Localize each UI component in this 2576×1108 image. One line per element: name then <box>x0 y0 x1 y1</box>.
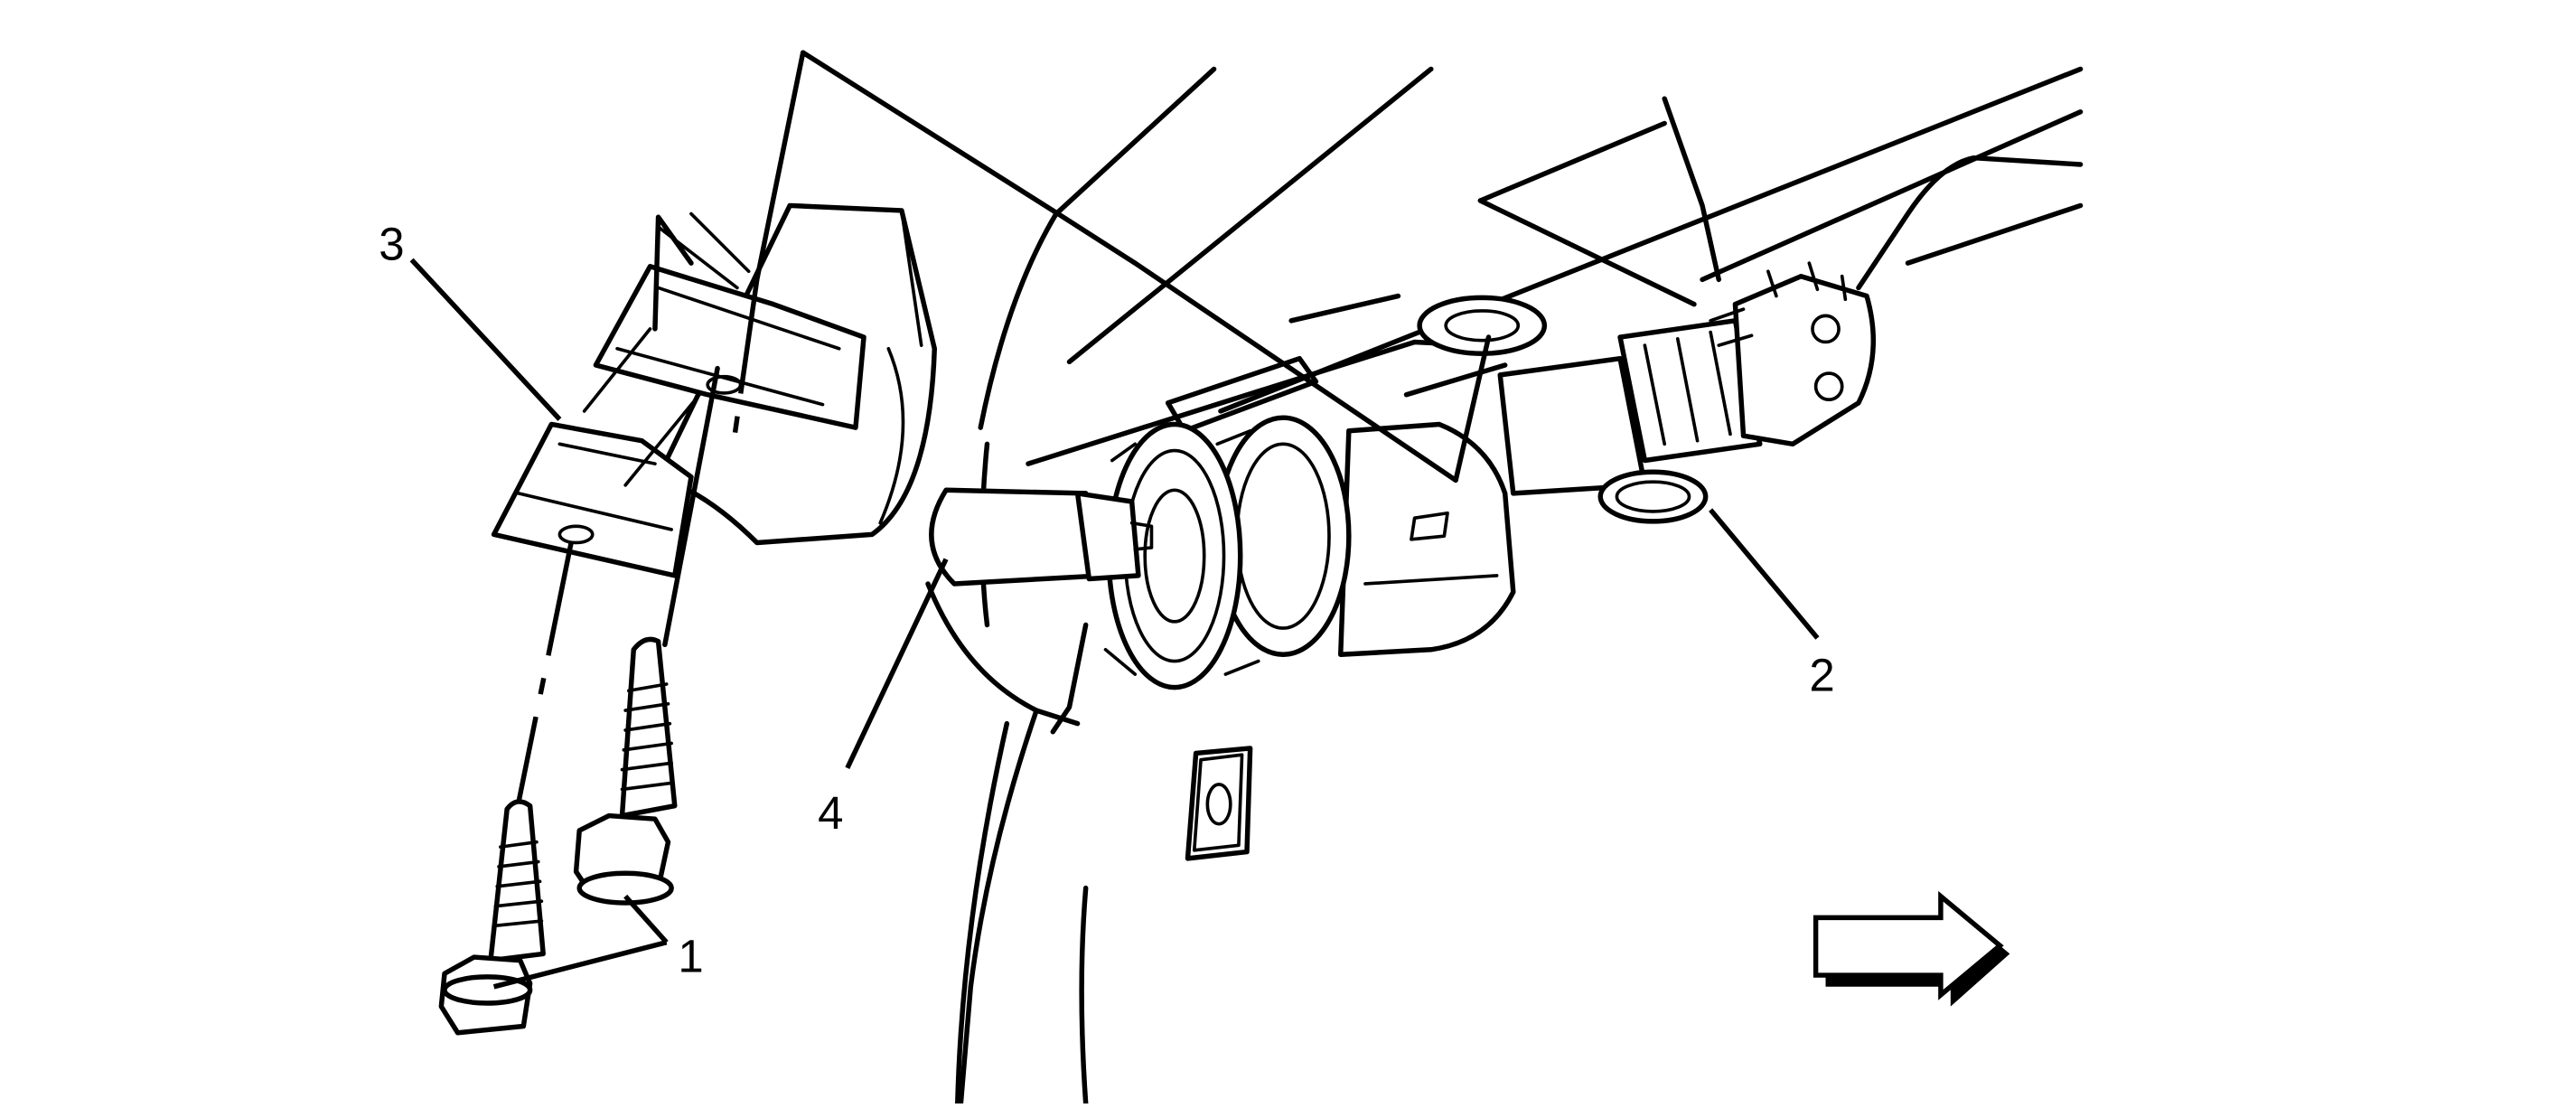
clip-bracket <box>491 202 937 578</box>
electrical-connector <box>1497 261 1877 524</box>
callout-3: 3 <box>379 219 404 270</box>
fastener-lower <box>438 799 546 1036</box>
callout-4: 4 <box>818 787 843 839</box>
assembly-lines <box>516 50 1492 803</box>
lamp-socket <box>1103 415 1516 690</box>
callout-2: 2 <box>1809 649 1834 700</box>
square-nut <box>1185 746 1253 861</box>
callout-leaders <box>409 258 1820 990</box>
arrow-right-icon <box>1813 890 2010 1007</box>
bulb <box>929 487 1154 587</box>
fastener-upper <box>573 636 678 906</box>
callout-1: 1 <box>678 930 703 981</box>
body-grommet <box>1417 295 1548 356</box>
vehicle-housing <box>925 66 2084 1106</box>
